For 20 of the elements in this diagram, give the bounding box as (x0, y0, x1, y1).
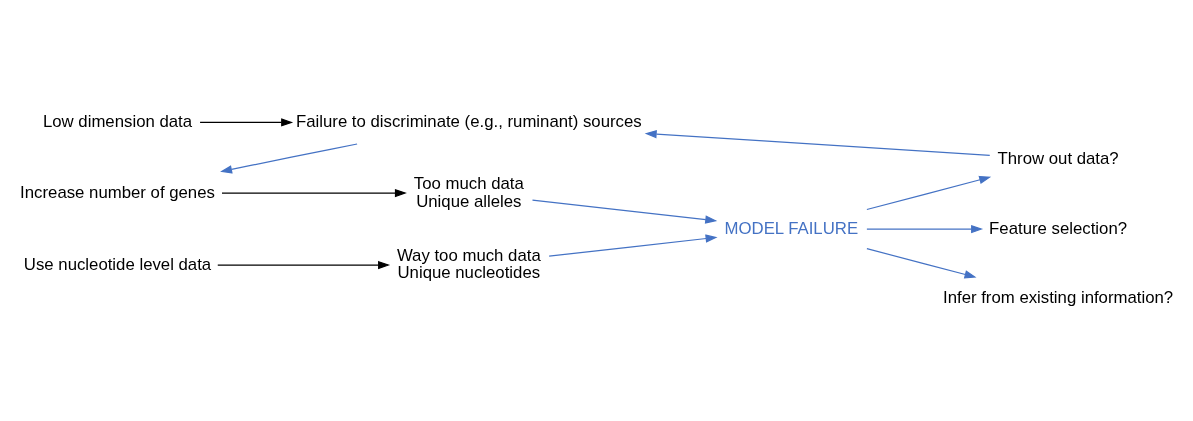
arrow (866, 224, 984, 234)
node-text: MODEL FAILURE (724, 218, 859, 238)
node-text: Increase number of genes (20, 182, 215, 202)
node-text: Feature selection? (989, 218, 1128, 238)
node-text: Way too much data Unique nucleotides (396, 245, 541, 283)
arrow (199, 118, 294, 127)
node-text: Use nucleotide level data (23, 254, 212, 274)
arrow (548, 234, 718, 257)
node-text: Too much data Unique alleles (413, 173, 524, 211)
node-text: Throw out data? (997, 148, 1119, 168)
arrow (217, 260, 391, 270)
arrow (531, 199, 718, 224)
arrow (220, 143, 358, 174)
arrow (866, 248, 977, 279)
arrow (866, 175, 992, 211)
node-text: Failure to discriminate (e.g., ruminant) sources (295, 111, 642, 131)
node-text: Infer from existing information? (943, 288, 1174, 308)
arrow (644, 130, 991, 156)
arrow (221, 188, 407, 198)
node-text: Low dimension data (42, 111, 193, 131)
